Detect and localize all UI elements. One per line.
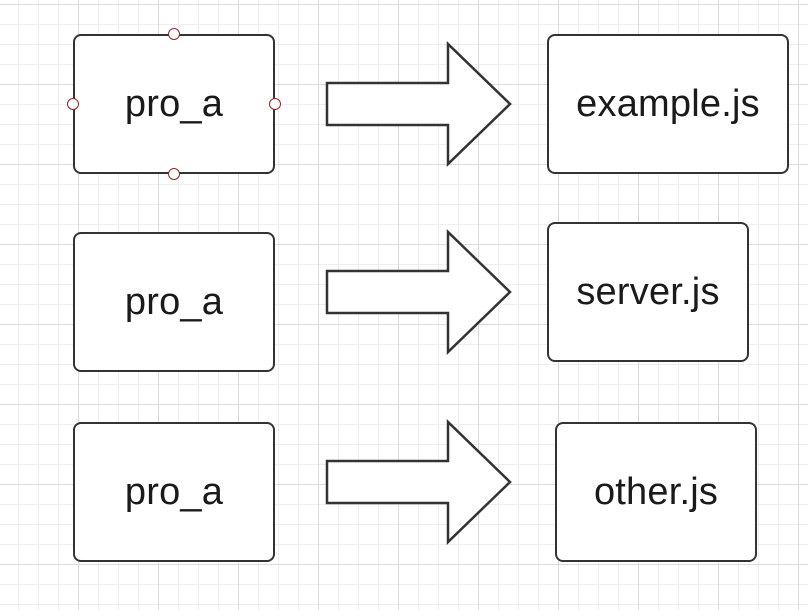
source-node-pro-a-1[interactable]: pro_a [73,34,275,174]
source-node-label: pro_a [124,280,224,323]
right-arrow-2[interactable] [322,228,516,356]
target-node-example-js[interactable]: example.js [547,34,789,174]
source-node-label: pro_a [124,470,224,513]
selection-handle-right[interactable] [269,98,281,110]
selection-handle-bottom[interactable] [168,168,180,180]
source-node-pro-a-2[interactable]: pro_a [73,232,275,372]
target-node-label: other.js [593,470,719,513]
target-node-label: server.js [576,270,720,313]
selection-handle-top[interactable] [168,28,180,40]
target-node-server-js[interactable]: server.js [547,222,749,362]
target-node-label: example.js [576,82,760,125]
source-node-pro-a-3[interactable]: pro_a [73,422,275,562]
right-arrow-3[interactable] [322,418,516,546]
source-node-label: pro_a [124,82,224,125]
selection-handle-left[interactable] [67,98,79,110]
right-arrow-1[interactable] [322,40,516,168]
target-node-other-js[interactable]: other.js [555,422,757,562]
